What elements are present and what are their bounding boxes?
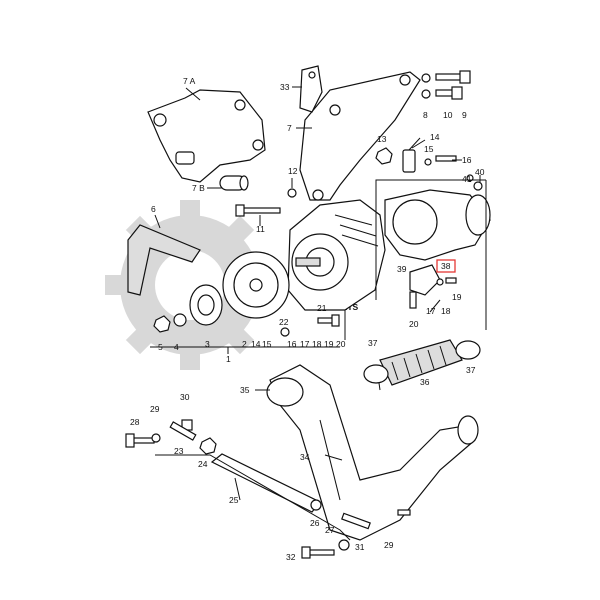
callout-22: 22 <box>279 317 289 327</box>
sensor-14 <box>402 137 457 173</box>
callout-17: 17 <box>426 306 436 316</box>
callout-6: 6 <box>151 204 156 214</box>
callout-39: 39 <box>397 264 407 274</box>
callout-29a: 29 <box>150 404 160 414</box>
callout-37b: 37 <box>466 365 476 375</box>
callout-10: 10 <box>443 110 453 120</box>
nut-13 <box>375 147 393 165</box>
callout-labels: 7 A 33 7 13 7 B 12 11 6 14 15 16 40 41 8… <box>130 76 485 562</box>
callout-12: 12 <box>288 166 298 176</box>
callout-14: 14 <box>430 132 440 142</box>
spacer-4 <box>173 313 187 327</box>
duct-34-35 <box>266 364 479 541</box>
bracket-7 <box>299 71 421 201</box>
callout-38: 38 <box>441 261 451 271</box>
lower-hardware <box>125 419 411 559</box>
callout-25: 25 <box>229 495 239 505</box>
callout-21: 21 <box>317 303 327 313</box>
fan-2 <box>222 251 290 319</box>
callout-15b: 15 <box>262 339 272 349</box>
callout-16: 16 <box>462 155 472 165</box>
bracket-17-20 <box>409 264 457 309</box>
callout-20: 20 <box>409 319 419 329</box>
callout-29b: 29 <box>384 540 394 550</box>
fan-shroud <box>384 174 491 261</box>
callout-36: 36 <box>420 377 430 387</box>
callout-24: 24 <box>198 459 208 469</box>
callout-5: 5 <box>158 342 163 352</box>
bolts-9-10 <box>421 70 471 100</box>
callout-3: 3 <box>205 339 210 349</box>
callout-23: 23 <box>174 446 184 456</box>
callout-8: 8 <box>423 110 428 120</box>
callout-32: 32 <box>286 552 296 562</box>
callout-17b: 17 <box>300 339 310 349</box>
callout-15: 15 <box>424 144 434 154</box>
callout-18: 18 <box>441 306 451 316</box>
belt-6 <box>127 224 201 296</box>
callout-13: 13 <box>377 134 387 144</box>
callout-19: 19 <box>452 292 462 302</box>
callout-9: 9 <box>462 110 467 120</box>
callout-19b: 19 <box>324 339 334 349</box>
callout-20b: 20 <box>336 339 346 349</box>
highlight-38 <box>436 259 456 273</box>
washer-22 <box>280 327 290 337</box>
hose-36 <box>363 339 481 386</box>
washer-12 <box>287 188 297 198</box>
leader-lines <box>150 86 487 541</box>
alternator <box>287 199 386 311</box>
bolt-21 <box>317 314 340 327</box>
callout-28: 28 <box>130 417 140 427</box>
callout-11: 11 <box>256 224 265 234</box>
bracket-33 <box>299 65 323 113</box>
callout-40: 40 <box>475 167 485 177</box>
callout-7b: 7 B <box>192 183 205 193</box>
callout-1: 1 <box>226 354 231 364</box>
callout-26: 26 <box>310 518 320 528</box>
pulley-3 <box>189 284 223 326</box>
bolt-11 <box>235 204 281 217</box>
bracket-7a <box>147 89 266 183</box>
callout-7: 7 <box>287 123 292 133</box>
callout-35: 35 <box>240 385 250 395</box>
callout-31: 31 <box>355 542 365 552</box>
nut-5 <box>153 315 171 333</box>
callout-7a: 7 A <box>183 76 196 86</box>
callout-27: 27 <box>325 525 335 535</box>
callout-30: 30 <box>180 392 190 402</box>
callout-37a: 37 <box>368 338 378 348</box>
callout-14b: 14 <box>251 339 261 349</box>
spacer-7b <box>219 175 249 191</box>
callout-16b: 16 <box>287 339 297 349</box>
callout-4: 4 <box>174 342 179 352</box>
callout-18b: 18 <box>312 339 322 349</box>
callout-2: 2 <box>242 339 247 349</box>
callout-34: 34 <box>300 452 310 462</box>
callout-41: 41 <box>462 174 472 184</box>
callout-33: 33 <box>280 82 290 92</box>
